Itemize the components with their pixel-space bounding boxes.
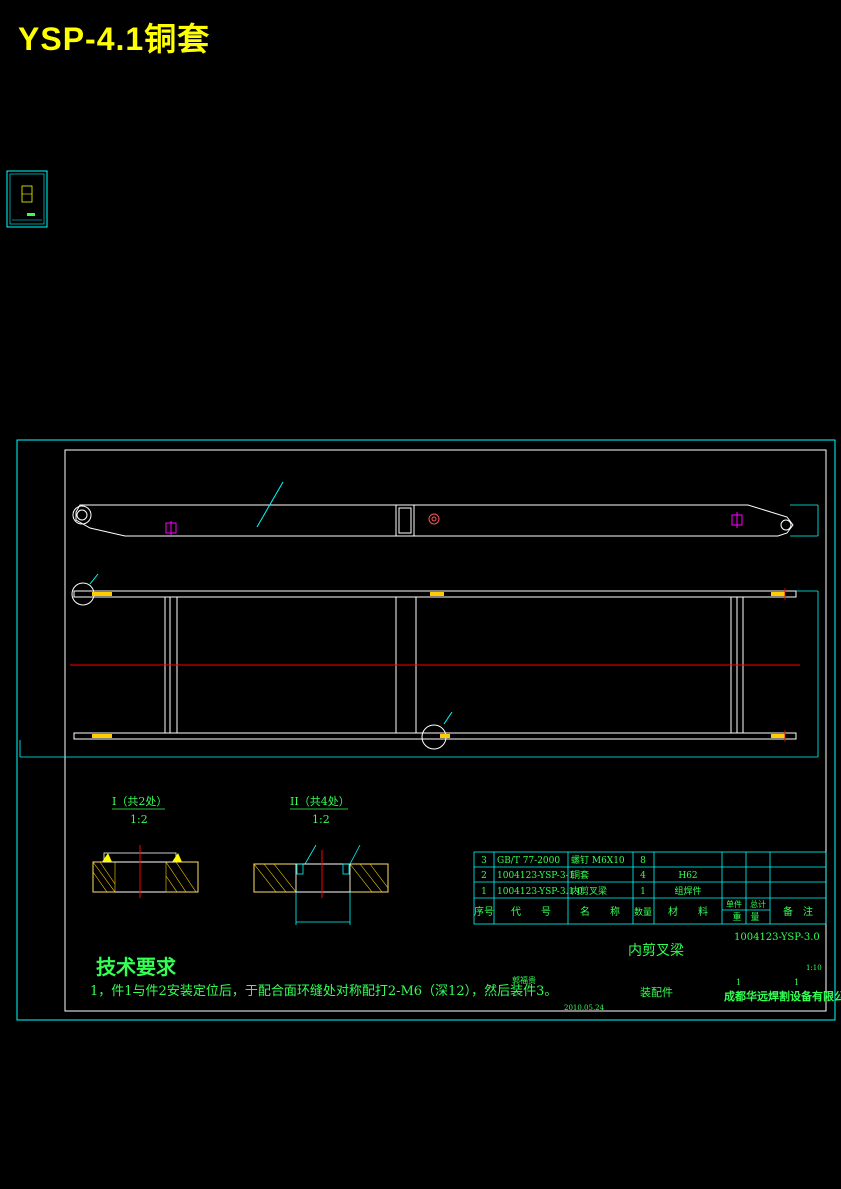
thumbnail-preview[interactable] [6, 170, 48, 228]
tech-requirements: 技术要求 1，件1与件2安装定位后，于配合面环缝处对称配打2-M6（深12），然… [90, 955, 557, 999]
svg-text:1004123-YSP-3.1.0: 1004123-YSP-3.1.0 [497, 887, 583, 897]
detail-2-scale: 1:2 [312, 813, 330, 826]
beam-top-view [72, 481, 794, 537]
svg-text:材 料: 材 料 [668, 905, 708, 918]
svg-text:数量: 数量 [634, 906, 652, 918]
title-block: 内剪叉梁 1004123-YSP-3.0 1:10 1 1 装配件 成都华远焊割… [512, 932, 841, 1012]
designer-name: 郭福贵 [512, 975, 536, 985]
inner-frame [64, 449, 827, 1012]
svg-text:名 称: 名 称 [580, 905, 620, 918]
svg-text:铜套: 铜套 [571, 869, 589, 881]
detail-1-name: I（共2处） [112, 795, 167, 808]
bom-row-1: 1 1004123-YSP-3.1.0 内剪叉梁 1 组焊件 [481, 885, 701, 897]
drawing-date: 2010.05.24 [564, 1004, 605, 1012]
svg-text:序号: 序号 [474, 905, 494, 918]
plan-dimension-lines [19, 590, 819, 758]
svg-text:代 号: 代 号 [511, 906, 551, 918]
svg-text:内剪叉梁: 内剪叉梁 [571, 885, 607, 897]
outer-frame [16, 439, 836, 1021]
svg-text:重 量: 重 量 [732, 911, 759, 923]
detail-2: II（共4处） 1:2 [253, 795, 389, 925]
svg-text:组焊件: 组焊件 [674, 885, 701, 897]
hatch-markers [92, 592, 785, 738]
svg-text:GB/T 77-2000: GB/T 77-2000 [497, 856, 560, 866]
scale-value: 1:10 [806, 964, 822, 972]
detail-2-name: II（共4处） [290, 795, 350, 808]
bom-header: 序号 代 号 名 称 数量 材 料 单件 总计 重 量 备 注 [474, 899, 813, 923]
tech-heading: 技术要求 [96, 955, 177, 979]
svg-text:1004123-YSP-3-1: 1004123-YSP-3-1 [497, 871, 574, 881]
drawing-type: 装配件 [640, 986, 673, 999]
svg-text:3: 3 [481, 856, 487, 866]
svg-text:备 注: 备 注 [783, 905, 813, 918]
sheet-a: 1 [736, 978, 741, 987]
svg-text:4: 4 [640, 871, 646, 881]
tech-line-1: 1，件1与件2安装定位后，于配合面环缝处对称配打2-M6（深12），然后装件3。 [90, 983, 557, 999]
sheet-b: 1 [794, 978, 799, 987]
part-name: 内剪叉梁 [628, 943, 684, 959]
bom-row-3: 3 GB/T 77-2000 螺钉 M6X10 8 [481, 855, 646, 866]
bom-row-2: 2 1004123-YSP-3-1 铜套 4 H62 [481, 869, 698, 881]
svg-text:8: 8 [640, 856, 646, 866]
bom-table [473, 851, 827, 925]
svg-text:1: 1 [481, 887, 487, 897]
svg-text:螺钉 M6X10: 螺钉 M6X10 [571, 855, 625, 866]
svg-text:1: 1 [640, 887, 646, 897]
svg-text:总计: 总计 [750, 899, 766, 909]
svg-text:单件: 单件 [726, 899, 742, 909]
page-title: YSP-4.1铜套 [18, 21, 211, 57]
svg-text:H62: H62 [678, 871, 697, 881]
beam-plan-view [71, 573, 797, 750]
magenta-markers [165, 512, 743, 535]
company-name: 成都华远焊割设备有限公司 [724, 989, 841, 1003]
svg-text:2: 2 [481, 871, 487, 881]
detail-1: I（共2处） 1:2 [92, 795, 199, 898]
detail-1-scale: 1:2 [130, 813, 148, 826]
drawing-number: 1004123-YSP-3.0 [734, 932, 820, 943]
